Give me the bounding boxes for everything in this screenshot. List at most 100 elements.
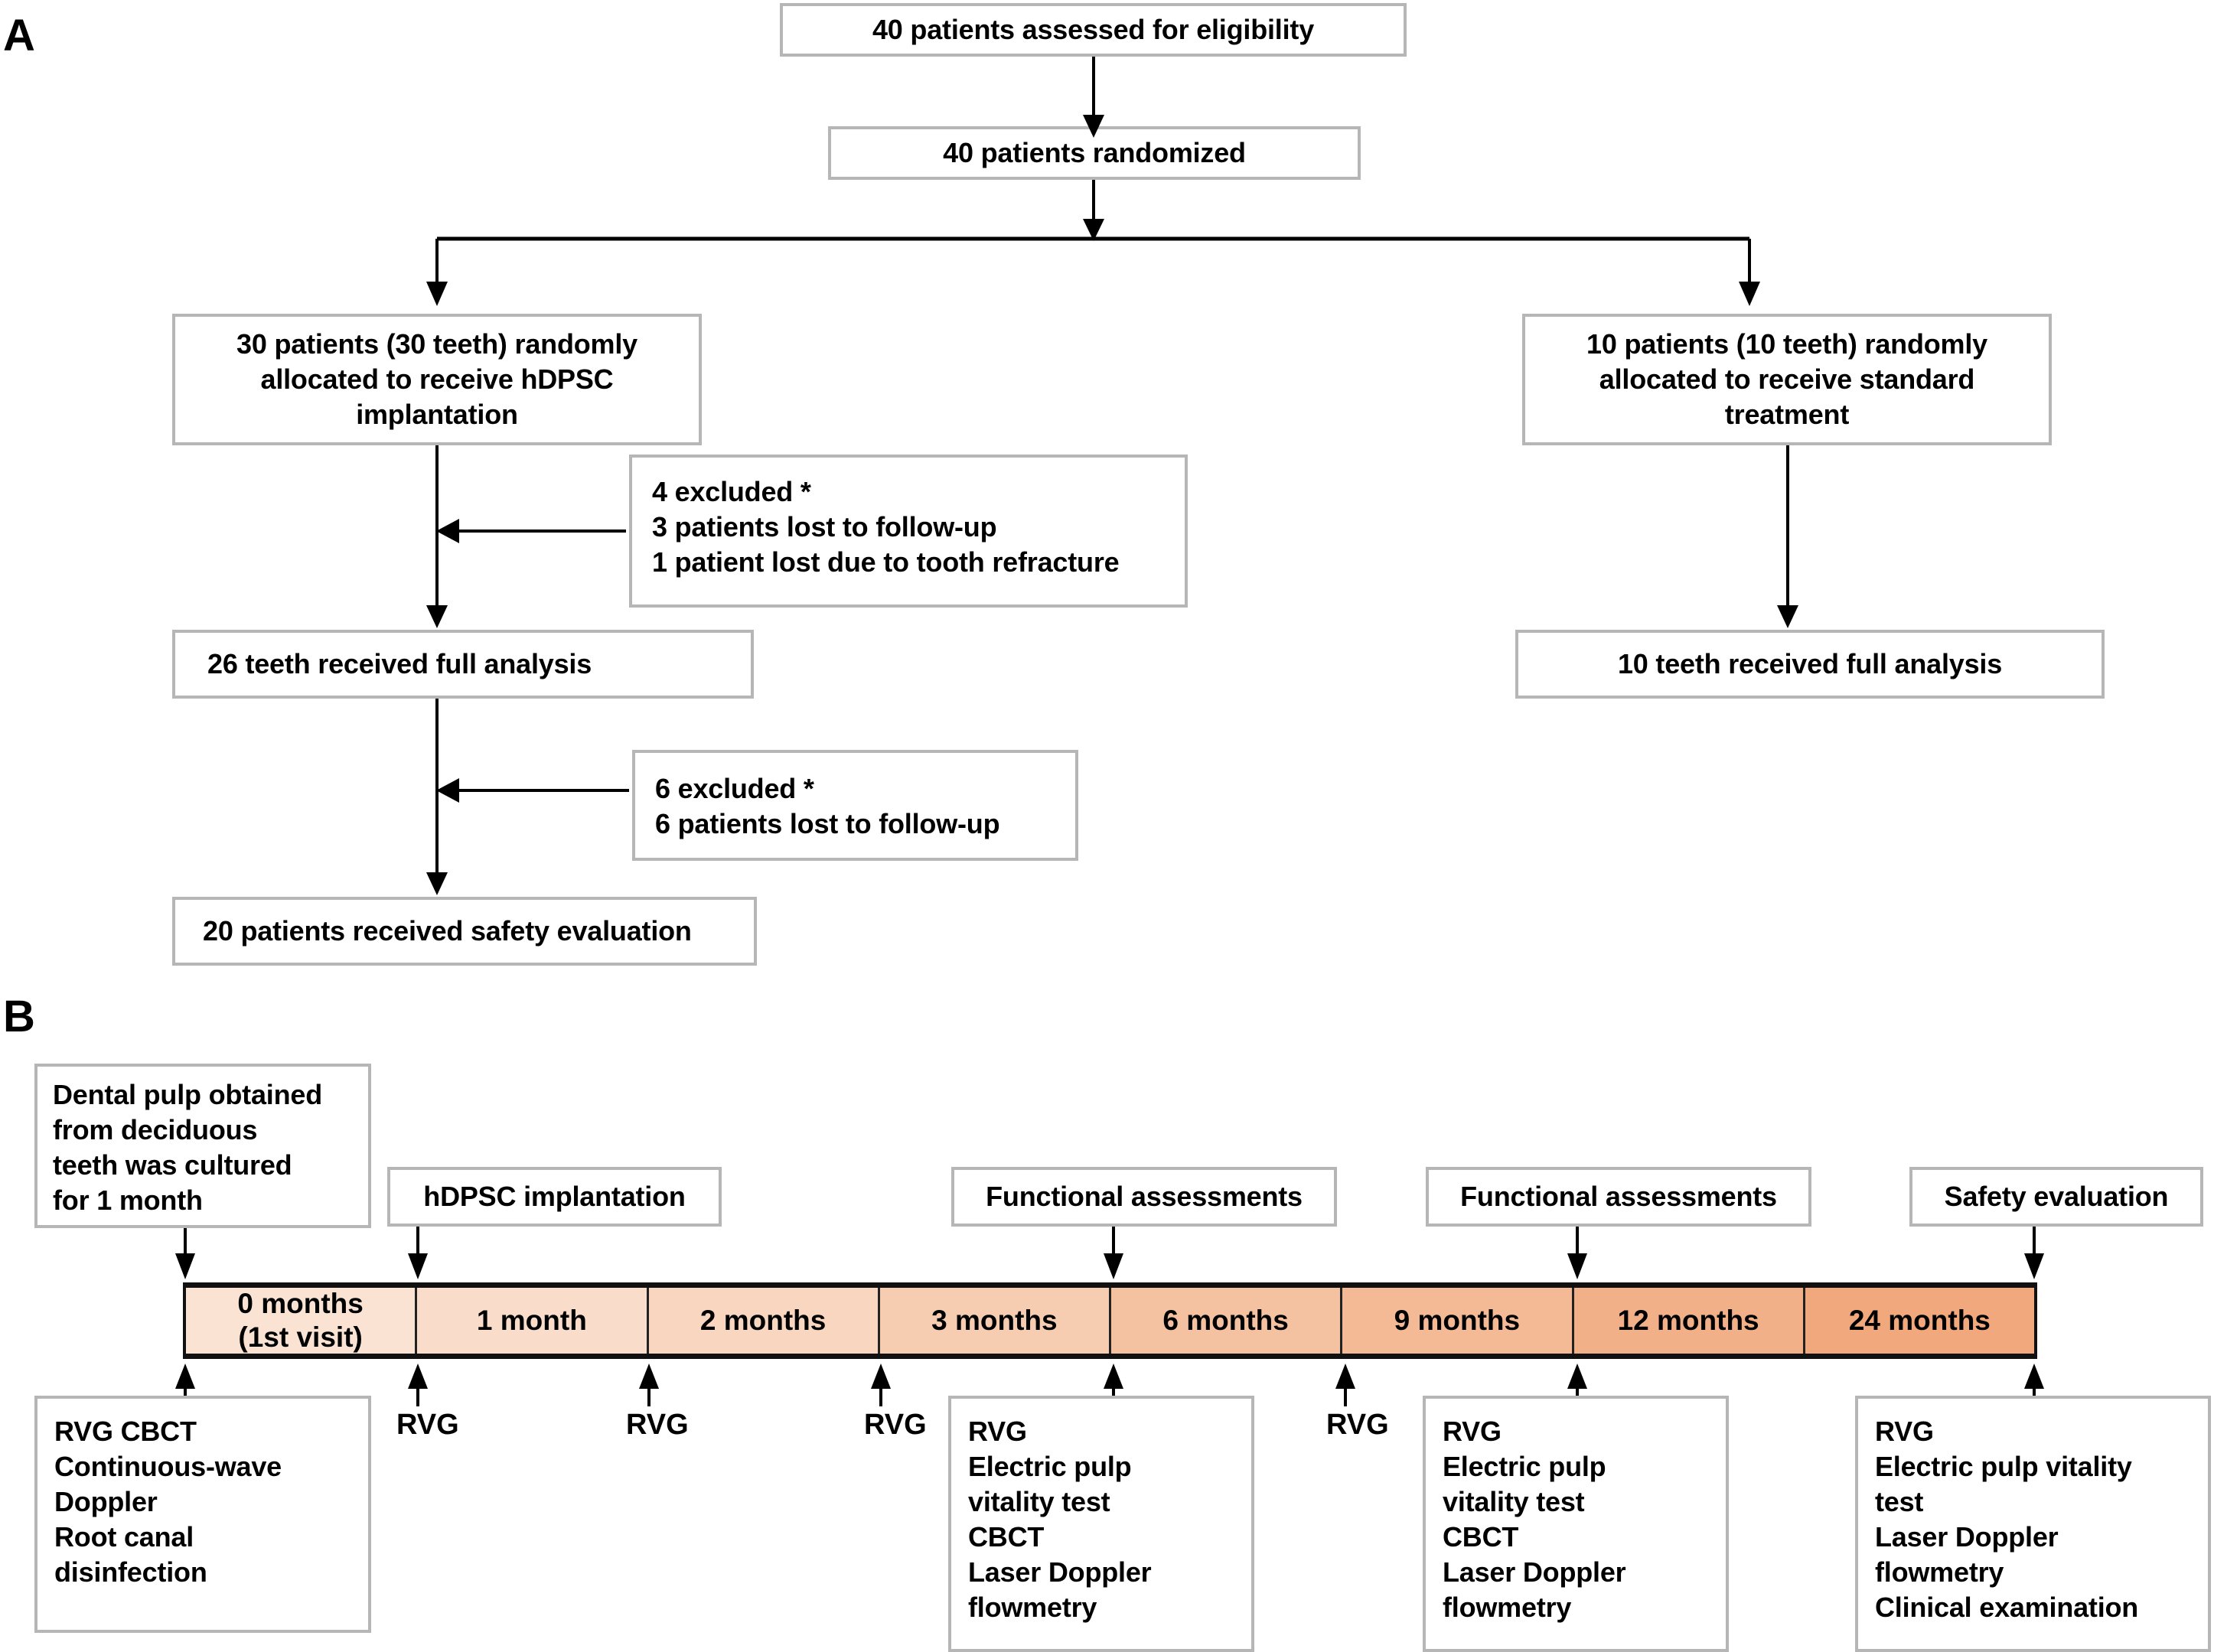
box-visit-0-procedures: RVG CBCT Continuous-wave Doppler Root ca… (34, 1396, 371, 1633)
arrow-rvg-1month-up (408, 1364, 428, 1406)
arrow-rvg-3months-up (871, 1364, 891, 1406)
box-excluded-first: 4 excluded * 3 patients lost to follow-u… (629, 455, 1188, 608)
m9-line-3: vitality test (1443, 1486, 1585, 1518)
box-month-9-procedures: RVG Electric pulp vitality test CBCT Las… (1423, 1396, 1729, 1652)
box-month-24-procedures: RVG Electric pulp vitality test Laser Do… (1855, 1396, 2211, 1652)
box-10-teeth-full-analysis: 10 teeth received full analysis (1515, 630, 2105, 699)
alloc-hdpsc-line-3: implantation (356, 399, 518, 431)
seg5-label: 9 months (1394, 1305, 1521, 1337)
visit0-line-5: disinfection (54, 1556, 207, 1588)
arrow-hdpsc-to-timeline (408, 1227, 428, 1279)
box-dental-pulp-culture: Dental pulp obtained from deciduous teet… (34, 1064, 371, 1228)
box-excluded-second: 6 excluded * 6 patients lost to follow-u… (632, 750, 1078, 861)
box-20-patients-safety-evaluation: 20 patients received safety evaluation (172, 897, 757, 966)
excluded1-line-3: 1 patient lost due to tooth refracture (652, 546, 1120, 578)
seg7-label: 24 months (1848, 1305, 1991, 1337)
seg1-label: 1 month (476, 1305, 587, 1337)
arrow-functional3m-to-timeline (1104, 1227, 1123, 1279)
arrow-standard-to-analysis10 (1777, 445, 1798, 628)
m24-line-4: Laser Doppler (1875, 1521, 2059, 1553)
box-functional-assessments-9m: Functional assessments (1426, 1167, 1811, 1227)
seg0-line-1: 0 months (237, 1288, 364, 1320)
dental-pulp-line-4: for 1 month (53, 1184, 203, 1217)
analysis-10-text: 10 teeth received full analysis (1617, 647, 2003, 679)
timeline-segment-3-months: 3 months (879, 1288, 1111, 1354)
visit0-line-4: Root canal (54, 1521, 194, 1553)
panel-b-letter: B (3, 992, 35, 1041)
seg6-label: 12 months (1617, 1305, 1759, 1337)
analysis-26-text: 26 teeth received full analysis (207, 647, 592, 679)
seg2-label: 2 months (699, 1305, 827, 1337)
m3-line-4: CBCT (968, 1521, 1045, 1553)
alloc-standard-line-3: treatment (1724, 399, 1850, 431)
box-functional-assessments-3m: Functional assessments (951, 1167, 1337, 1227)
seg3-label: 3 months (931, 1305, 1058, 1337)
m9-line-1: RVG (1443, 1416, 1502, 1447)
timeline-segment-24-months: 24 months (1805, 1288, 2034, 1354)
m9-line-6: flowmetry (1443, 1592, 1572, 1624)
study-timeline-bar: 0 months (1st visit) 1 month 2 months 3 … (183, 1282, 2037, 1359)
excluded2-line-1: 6 excluded * (655, 773, 814, 804)
arrow-hdpsc-to-analysis26 (426, 445, 448, 628)
dental-pulp-line-3: teeth was cultured (53, 1149, 292, 1181)
timeline-segment-9-months: 9 months (1342, 1288, 1574, 1354)
functional-assessments-3m-text: Functional assessments (986, 1180, 1303, 1212)
timeline-segment-2-months: 2 months (648, 1288, 880, 1354)
arrow-rvg-2months-up (639, 1364, 659, 1406)
m9-line-5: Laser Doppler (1443, 1556, 1626, 1588)
arrow-month9-box-up (1567, 1364, 1587, 1396)
m9-line-4: CBCT (1443, 1521, 1519, 1553)
m24-line-1: RVG (1875, 1416, 1934, 1447)
visit0-line-2: Continuous-wave (54, 1451, 282, 1483)
m3-line-3: vitality test (968, 1486, 1110, 1518)
m3-line-6: flowmetry (968, 1592, 1097, 1624)
arrow-month3-box-up (1104, 1364, 1123, 1396)
seg4-label: 6 months (1162, 1305, 1289, 1337)
arrow-rvg-9months-up (1335, 1364, 1355, 1406)
dental-pulp-line-2: from deciduous (53, 1114, 258, 1146)
m24-line-6: Clinical examination (1875, 1592, 2139, 1624)
functional-assessments-9m-text: Functional assessments (1460, 1180, 1777, 1212)
visit0-line-3: Doppler (54, 1486, 158, 1518)
m24-line-3: test (1875, 1486, 1924, 1518)
box-hdpsc-implantation: hDPSC implantation (387, 1167, 722, 1227)
arrow-analysis26-to-safety20 (426, 699, 448, 895)
arrow-excluded-first (436, 519, 626, 543)
safety-evaluation-text: Safety evaluation (1944, 1180, 2169, 1212)
arrow-dental-pulp-to-timeline (175, 1228, 195, 1279)
alloc-standard-line-1: 10 patients (10 teeth) randomly (1586, 327, 1987, 360)
timeline-segment-12-months: 12 months (1573, 1288, 1805, 1354)
box-safety-evaluation: Safety evaluation (1909, 1167, 2203, 1227)
arrow-functional9m-to-timeline (1567, 1227, 1587, 1279)
rvg-label-1month: RVG (396, 1409, 459, 1441)
alloc-standard-line-2: allocated to receive standard (1599, 363, 1975, 395)
hdpsc-implantation-text: hDPSC implantation (423, 1180, 686, 1212)
box-patients-randomized: 40 patients randomized (828, 126, 1361, 180)
box-allocated-standard: 10 patients (10 teeth) randomly allocate… (1522, 314, 2052, 445)
arrow-visit0-up (175, 1364, 195, 1396)
m24-line-2: Electric pulp vitality (1875, 1451, 2132, 1483)
rvg-label-3months: RVG (864, 1409, 927, 1441)
m3-line-5: Laser Doppler (968, 1556, 1152, 1588)
arrow-excluded-second (436, 778, 629, 803)
rvg-label-2months: RVG (626, 1409, 689, 1441)
safety-20-text: 20 patients received safety evaluation (203, 914, 692, 947)
rvg-label-9months: RVG (1326, 1409, 1389, 1441)
excluded1-line-2: 3 patients lost to follow-up (652, 511, 997, 543)
arrow-randomized-to-split (426, 180, 1760, 306)
panel-a-letter: A (3, 11, 35, 60)
seg0-line-2: (1st visit) (238, 1321, 363, 1353)
arrow-safety-to-timeline (2024, 1227, 2044, 1279)
m9-line-2: Electric pulp (1443, 1451, 1606, 1483)
arrow-month24-box-up (2024, 1364, 2044, 1396)
box-month-3-procedures: RVG Electric pulp vitality test CBCT Las… (948, 1396, 1254, 1652)
box-assessed-text: 40 patients assessed for eligibility (872, 13, 1315, 45)
m3-line-2: Electric pulp (968, 1451, 1132, 1483)
box-assessed-for-eligibility: 40 patients assessed for eligibility (780, 3, 1407, 57)
excluded1-line-1: 4 excluded * (652, 476, 811, 507)
dental-pulp-line-1: Dental pulp obtained (53, 1079, 322, 1110)
timeline-segment-1-month: 1 month (417, 1288, 649, 1354)
box-26-teeth-full-analysis: 26 teeth received full analysis (172, 630, 754, 699)
timeline-segment-0-months: 0 months (1st visit) (186, 1288, 418, 1354)
